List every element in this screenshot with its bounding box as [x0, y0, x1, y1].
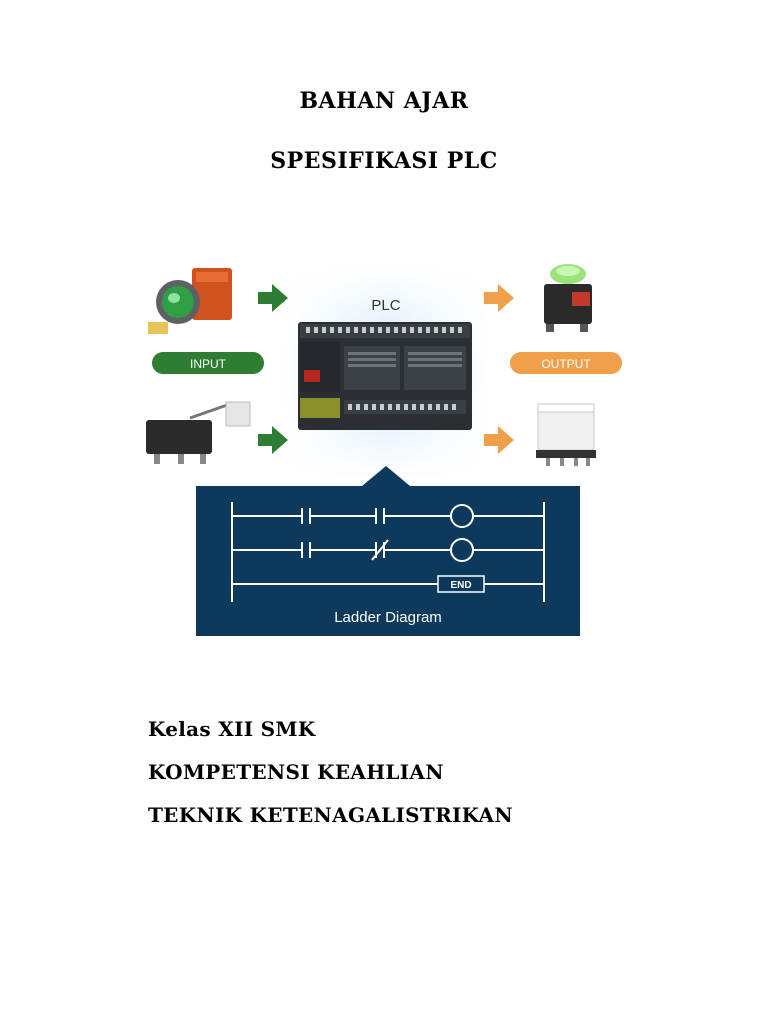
ladder-diagram-caption: Ladder Diagram: [334, 609, 442, 626]
end-label: END: [450, 580, 471, 591]
class-line: Kelas XII SMK: [148, 717, 316, 741]
relay-image: [536, 403, 596, 466]
plc-label: PLC: [371, 297, 400, 314]
output-arrow-icon: [484, 426, 514, 454]
input-label: INPUT: [190, 357, 227, 371]
competency-line: KOMPETENSI KEAHLIAN: [148, 760, 444, 784]
document-title-line2: SPESIFIKASI PLC: [270, 148, 498, 174]
ladder-diagram: [231, 502, 545, 602]
push-button-image: [148, 268, 232, 334]
pilot-lamp-image: [544, 264, 592, 332]
document-title-line1: BAHAN AJAR: [299, 88, 469, 114]
limit-switch-image: [146, 401, 251, 464]
output-label: OUTPUT: [541, 357, 591, 371]
output-arrow-icon: [484, 284, 514, 312]
program-line: TEKNIK KETENAGALISTRIKAN: [148, 803, 513, 827]
input-arrow-icon: [258, 284, 288, 312]
plc-unit-image: [298, 322, 472, 430]
input-badge: [152, 352, 264, 374]
output-badge: [510, 352, 622, 374]
ladder-diagram-panel: [196, 486, 580, 636]
input-arrow-icon: [258, 426, 288, 454]
plc-io-figure: PLC: [134, 254, 634, 638]
